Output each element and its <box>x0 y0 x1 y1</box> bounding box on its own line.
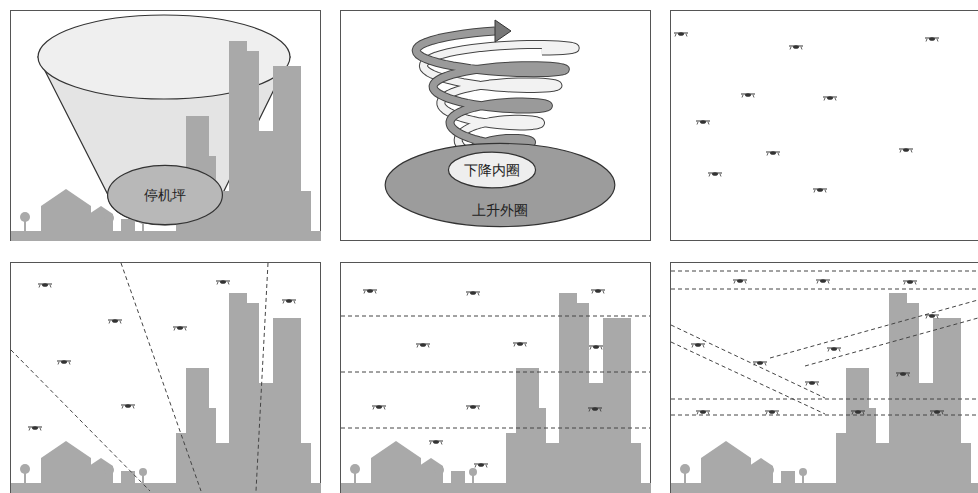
drone-icon <box>930 410 944 414</box>
drone-icon <box>925 37 939 41</box>
drone-icon <box>708 172 722 176</box>
ring-label: 上升外圈 <box>472 202 528 219</box>
helipad-ellipse: 停机坪 <box>107 165 223 225</box>
drone-icon <box>173 326 187 330</box>
descent-inner-ring: 下降内圈 <box>448 152 536 188</box>
drone-icon <box>733 279 747 283</box>
ascent-outer-ring: 上升外圈 下降内圈 <box>384 143 616 227</box>
drone-icon <box>789 45 803 49</box>
drone-icon <box>28 426 42 430</box>
drone-icon <box>38 283 52 287</box>
drone-icon <box>765 410 779 414</box>
drone-icon <box>925 314 939 318</box>
drone-icon <box>121 404 135 408</box>
drone-icon <box>696 410 710 414</box>
ring-label: 停机坪 <box>144 187 186 204</box>
drone-icon <box>691 343 705 347</box>
drone-icon <box>696 120 710 124</box>
drone-icon <box>513 342 527 346</box>
drone-icon <box>108 319 122 323</box>
drone-icon <box>805 381 819 385</box>
drone-icon <box>766 151 780 155</box>
drone-icon <box>903 280 917 284</box>
drone-icon <box>588 407 602 411</box>
drone-icon <box>851 410 865 414</box>
drone-icon <box>466 291 480 295</box>
drone-icon <box>896 372 910 376</box>
drone-icon <box>474 463 488 467</box>
drone-icon <box>372 405 386 409</box>
ring-label: 下降内圈 <box>464 162 520 179</box>
drone-icon <box>813 188 827 192</box>
drone-icon <box>741 93 755 97</box>
drone-icon <box>591 289 605 293</box>
drone-icon <box>57 360 71 364</box>
drone-icon <box>416 343 430 347</box>
drone-icon <box>674 32 688 36</box>
drone-icon <box>282 299 296 303</box>
drone-icon <box>216 280 230 284</box>
drone-icon <box>363 289 377 293</box>
drone-icon <box>827 347 841 351</box>
drone-icon <box>823 96 837 100</box>
drone-icon <box>466 405 480 409</box>
drone-icon <box>816 279 830 283</box>
drone-icon <box>429 440 443 444</box>
drone-icon <box>589 345 603 349</box>
drone-icon <box>753 361 767 365</box>
drone-icon <box>899 148 913 152</box>
